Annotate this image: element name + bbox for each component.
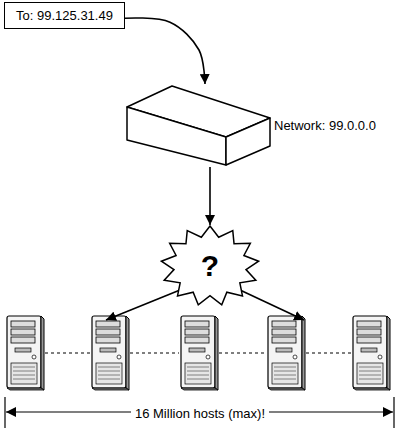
dotted-link bbox=[130, 352, 179, 353]
server-tower bbox=[92, 316, 129, 390]
flow-arrow bbox=[125, 18, 205, 84]
server-tower bbox=[268, 316, 305, 390]
router-face bbox=[226, 118, 270, 165]
flow-arrow bbox=[209, 167, 211, 225]
dotted-link bbox=[45, 352, 90, 353]
server-tower bbox=[7, 316, 44, 390]
burst-shape bbox=[161, 226, 258, 305]
dotted-link bbox=[219, 352, 266, 353]
fanout-arrow bbox=[240, 290, 304, 320]
dimension-line bbox=[5, 397, 394, 428]
destination-box: To: 99.125.31.49 bbox=[4, 2, 125, 29]
dimension-label-wrap: 16 Million hosts (max)! bbox=[0, 404, 400, 422]
router-face bbox=[127, 107, 226, 165]
server-tower bbox=[181, 316, 218, 390]
node-text: ? bbox=[201, 250, 219, 282]
dimension-label: 16 Million hosts (max)! bbox=[131, 406, 269, 421]
dotted-link bbox=[306, 352, 351, 353]
dimension-tick bbox=[393, 397, 394, 428]
dimension-tick bbox=[4, 397, 5, 428]
node-text: To: 99.125.31.49 bbox=[16, 8, 113, 23]
fanout-arrow bbox=[106, 290, 180, 320]
unknown-burst: ? bbox=[160, 225, 260, 307]
dotted-links bbox=[45, 352, 351, 353]
node-text: Network: 99.0.0.0 bbox=[274, 118, 399, 133]
server-tower bbox=[353, 316, 390, 390]
router-box: Network: 99.0.0.0 bbox=[125, 84, 273, 167]
server-row bbox=[7, 316, 390, 390]
router-outline bbox=[125, 84, 273, 167]
